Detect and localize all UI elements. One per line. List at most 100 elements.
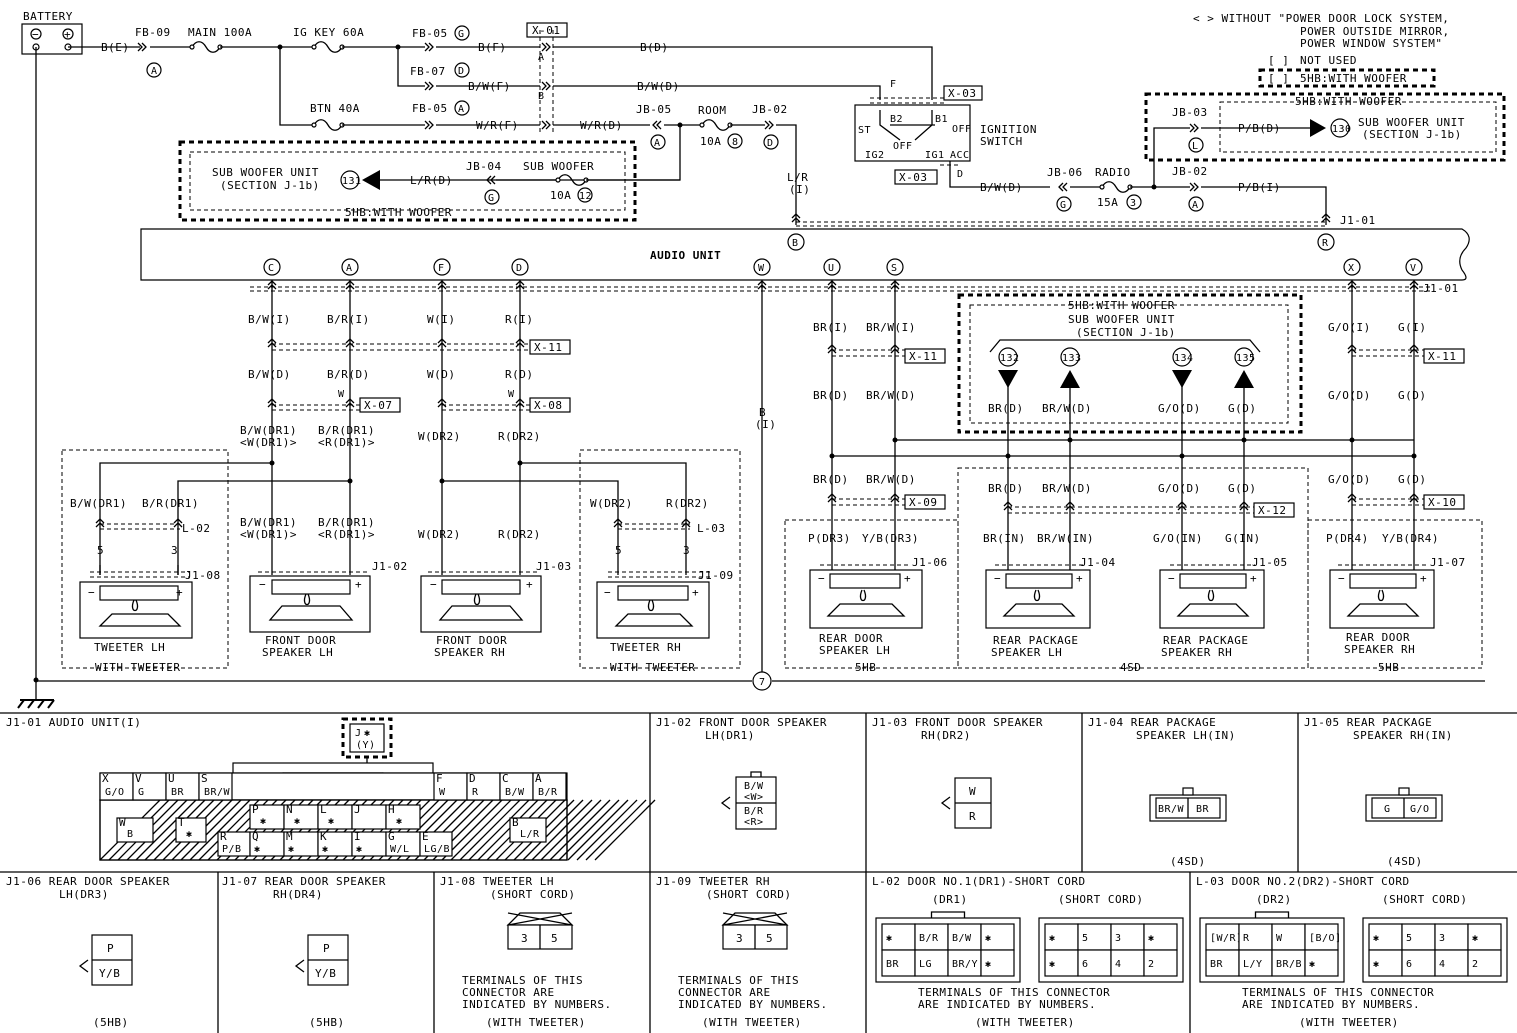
j101-pin-color: W [439,787,446,798]
j101-pin-letter: R [220,830,227,843]
connector-x08 [529,397,571,413]
j101-pin-letter: H [388,803,395,816]
svg-text:J1-08 TWEETER LH: J1-08 TWEETER LH [440,875,554,888]
svg-text:5HB: 5HB [855,661,876,674]
svg-text:G/O(D): G/O(D) [1158,402,1201,415]
svg-text:ST: ST [858,125,871,136]
svg-text:J1-06 REAR DOOR SPEAKER: J1-06 REAR DOOR SPEAKER [6,875,170,888]
svg-text:RADIO: RADIO [1095,166,1131,179]
svg-text:J1-02: J1-02 [372,560,408,573]
svg-text:(5HB): (5HB) [93,1016,129,1029]
svg-text:G(D): G(D) [1228,402,1257,415]
j101-pin-color: ✱ [328,816,335,827]
short-cord-pin-label: ✱ [1049,959,1056,970]
svg-text:−: − [604,586,611,599]
short-cord-pin-label: 2 [1472,959,1479,970]
svg-text:(I): (I) [789,183,810,196]
svg-text:[ ]: [ ] [1268,72,1289,85]
panel-j101: J1-01 AUDIO UNIT(I) J ✱ (Y) XG/OVGUBRSBR… [6,716,656,861]
short-cord-pin [914,949,949,977]
svg-text:5HB:WITH WOOFER: 5HB:WITH WOOFER [345,206,452,219]
svg-text:X-12: X-12 [1258,504,1287,517]
svg-text:F: F [438,263,445,274]
short-cord-pin [1434,923,1469,951]
svg-text:(SHORT CORD): (SHORT CORD) [490,888,575,901]
speaker-tweeter-lh: J1-08 −+ TWEETER LH [79,565,220,654]
svg-text:ACC: ACC [950,150,970,161]
svg-text:L-02: L-02 [182,522,211,535]
svg-text:(4SD): (4SD) [1387,855,1423,868]
svg-text:132: 132 [1000,353,1020,364]
connector-panels: J1-01 AUDIO UNIT(I) J ✱ (Y) XG/OVGUBRSBR… [0,712,1517,1033]
j101-pin-color: ✱ [288,844,295,855]
svg-text:5: 5 [615,544,622,557]
svg-text:INDICATED BY NUMBERS.: INDICATED BY NUMBERS. [462,998,612,1011]
speaker-rear-door-rh: J1-07 −+ REAR DOOR SPEAKER RH [1329,556,1465,656]
svg-text:BR: BR [1196,804,1210,815]
svg-text:X-08: X-08 [534,399,563,412]
j101-pin-letter: L [320,803,327,816]
j101-pin-mid [351,804,387,830]
short-cord-pin-label: ✱ [1148,933,1155,944]
j101-pin-mid [509,817,547,843]
svg-text:X-01: X-01 [532,24,561,37]
j101-pin-letter: M [286,830,293,843]
svg-text:CONNECTOR ARE: CONNECTOR ARE [678,986,771,999]
svg-text:B(E): B(E) [101,41,130,54]
j101-pin-bot [249,831,285,857]
j101-pin-mid [283,804,319,830]
svg-text:J1-04: J1-04 [1080,556,1116,569]
svg-text:(SECTION J-1b): (SECTION J-1b) [1362,128,1462,141]
svg-text:CONNECTOR ARE: CONNECTOR ARE [462,986,555,999]
j101-pin-letter: F [436,772,443,785]
svg-text:BR/W(D): BR/W(D) [866,389,916,402]
j101-pin-letter: W [119,816,126,829]
svg-text:+: + [64,28,71,41]
short-cord-pin [1401,923,1436,951]
svg-text:A: A [538,52,545,63]
j101-pin-letter: C [502,772,509,785]
svg-text:ROOM: ROOM [698,104,727,117]
svg-text:+: + [904,572,911,585]
rear-speaker-wiring: U S X V BR(I) BR/W(I) G/O(I) G(I) X-11 X… [808,258,1465,575]
ignition-switch[interactable] [854,104,971,162]
svg-text:B/R(DR1): B/R(DR1) [318,516,375,529]
j101-pin-letter: Q [252,830,259,843]
svg-text:−: − [259,578,266,591]
j101-pin-letter: T [178,816,185,829]
j101-pin-color: G/O [105,787,125,798]
j101-pin-color: BR/W [204,787,231,798]
svg-text:FB-05: FB-05 [412,102,448,115]
svg-text:JB-02: JB-02 [1172,165,1208,178]
panel-j109: J1-09 TWEETER RH (SHORT CORD) 3 5 TERMIN… [656,875,827,1029]
short-cord-pin-label: ✱ [985,933,992,944]
svg-text:V: V [1410,263,1417,274]
short-cord-pin [980,923,1015,951]
j101-pin-letter: N [286,803,293,816]
svg-text:P(DR3): P(DR3) [808,532,851,545]
svg-text:B/R(I): B/R(I) [327,313,370,326]
svg-text:BR(IN): BR(IN) [983,532,1026,545]
battery-symbol [21,23,83,55]
speaker-rear-package-lh: J1-04 −+ REAR PACKAGE SPEAKER LH [985,556,1116,659]
svg-text:L/R(D): L/R(D) [410,174,453,187]
svg-text:J1-03 FRONT DOOR SPEAKER: J1-03 FRONT DOOR SPEAKER [872,716,1043,729]
svg-text:R: R [969,810,976,823]
svg-text:G/O: G/O [1410,804,1430,815]
svg-text:RH(DR2): RH(DR2) [921,729,971,742]
svg-text:7: 7 [759,677,766,688]
j101-pin-color: BR [171,787,185,798]
svg-text:B: B [759,406,766,419]
svg-text:L-03 DOOR NO.2(DR2)-SHORT CORD: L-03 DOOR NO.2(DR2)-SHORT CORD [1196,875,1410,888]
svg-text:(DR1): (DR1) [932,893,968,906]
j101-pin-letter: I [354,830,361,843]
subwoofer-left-box [178,140,637,222]
svg-text:(I): (I) [755,418,776,431]
j101-pin-letter: J [354,803,361,816]
svg-text:B/W(D): B/W(D) [637,80,680,93]
j101-pin-mid [249,804,285,830]
svg-text:G: G [488,193,495,204]
svg-text:SPEAKER LH(IN): SPEAKER LH(IN) [1136,729,1236,742]
ground-point-7 [752,671,772,691]
short-cord-pin [881,949,916,977]
